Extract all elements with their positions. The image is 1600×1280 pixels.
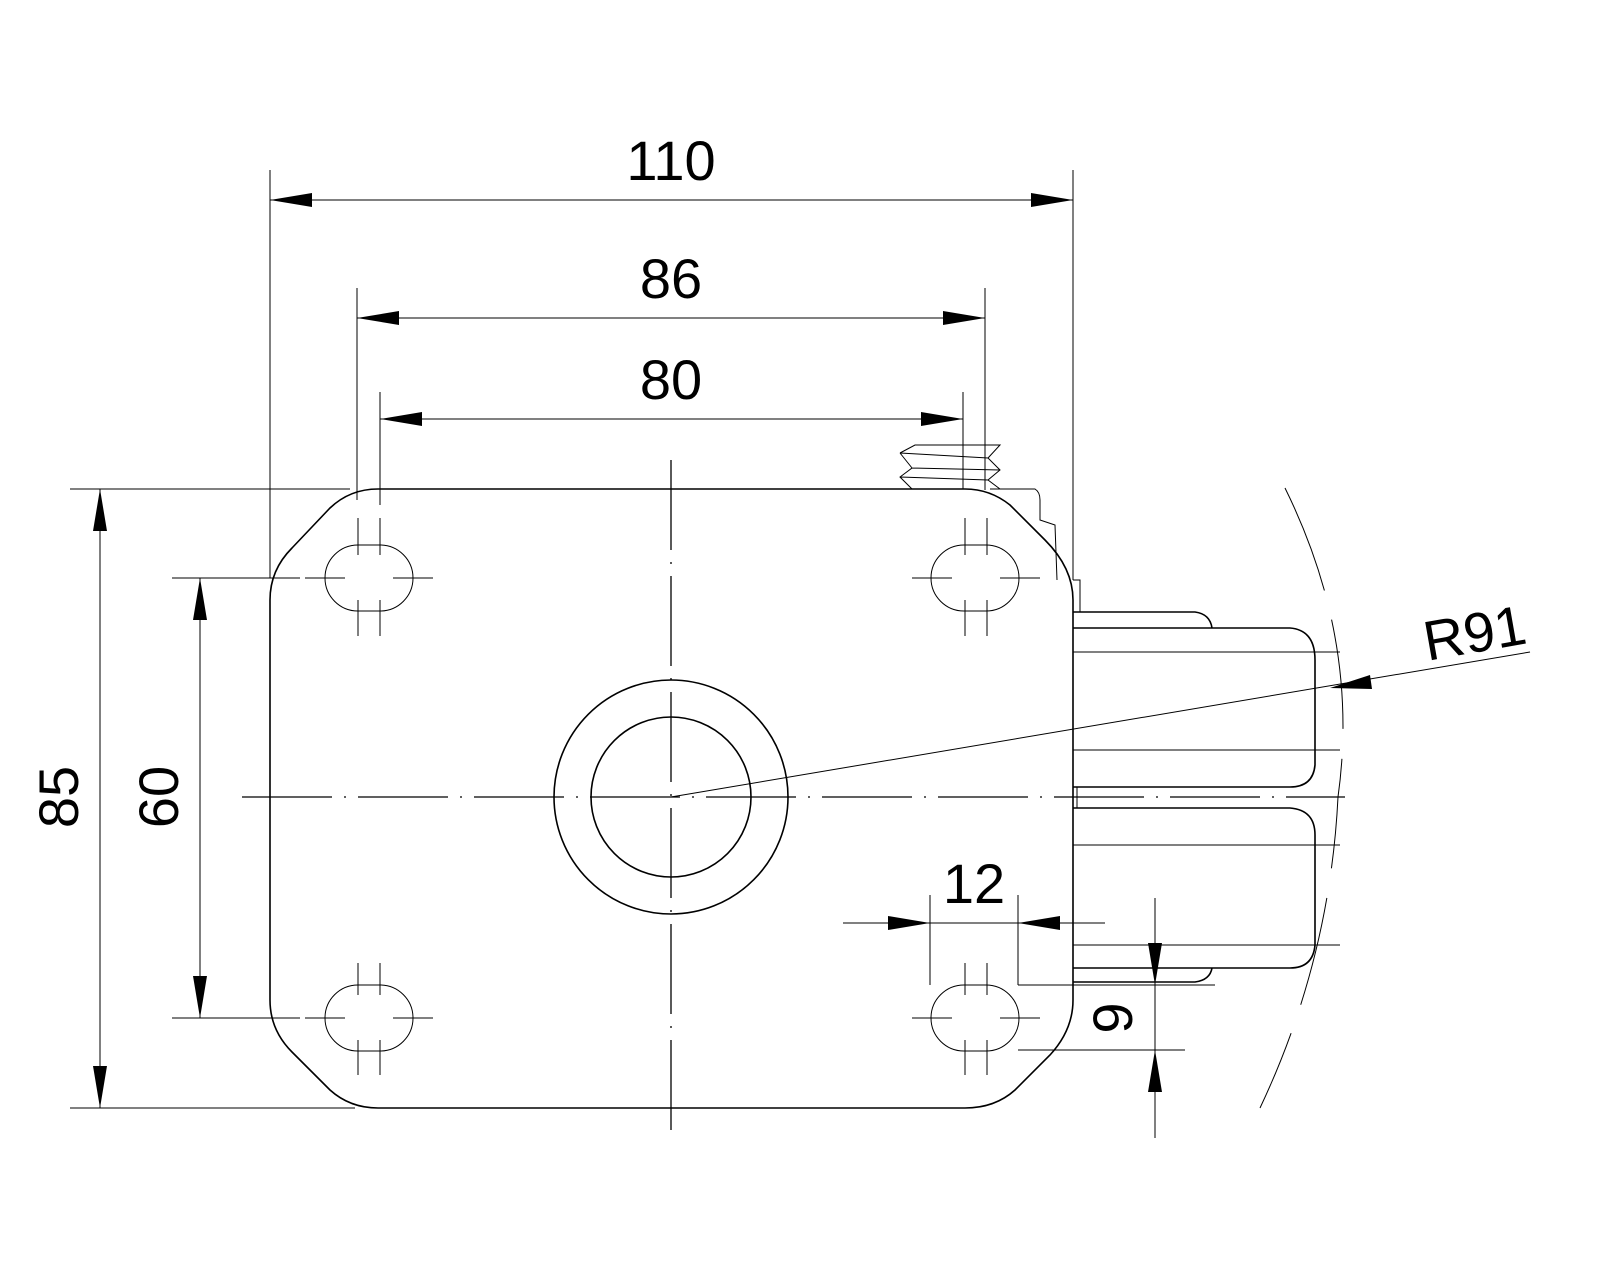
dimension-overall-height: 85 xyxy=(27,766,90,828)
top-plate-outline xyxy=(269,488,1074,1109)
dimension-overall-width: 110 xyxy=(626,129,715,192)
dimension-swivel-radius: R91 xyxy=(1419,593,1531,673)
swivel-radius-arc xyxy=(1259,487,1344,1109)
dimension-hole-span-vertical: 60 xyxy=(127,766,190,828)
extension-lines xyxy=(70,170,1215,1109)
dimension-hole-span-inner: 80 xyxy=(640,348,702,411)
dimension-slot-length: 12 xyxy=(943,852,1005,915)
dimension-lines xyxy=(99,199,1531,1138)
bolt-slots xyxy=(324,544,1020,1052)
dimension-offset: 9 xyxy=(1081,1002,1144,1033)
slot-center-marks xyxy=(305,518,1040,1075)
thread-stud xyxy=(899,444,1002,490)
wheel-side-view xyxy=(1072,611,1340,983)
dimension-hole-span-outer: 86 xyxy=(640,247,702,310)
arrowheads xyxy=(93,193,1372,1108)
